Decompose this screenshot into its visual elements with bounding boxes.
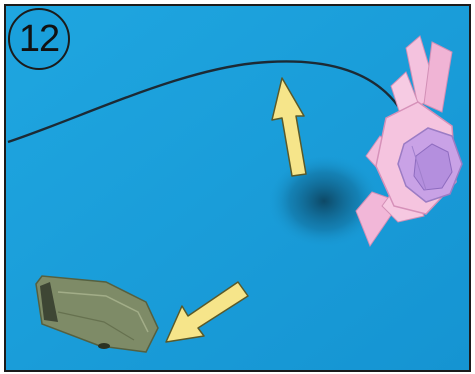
- step-number-badge: 12: [8, 8, 70, 70]
- step-number: 12: [19, 18, 59, 61]
- origami-photo: [6, 6, 469, 370]
- illustration-frame: 12: [4, 4, 471, 372]
